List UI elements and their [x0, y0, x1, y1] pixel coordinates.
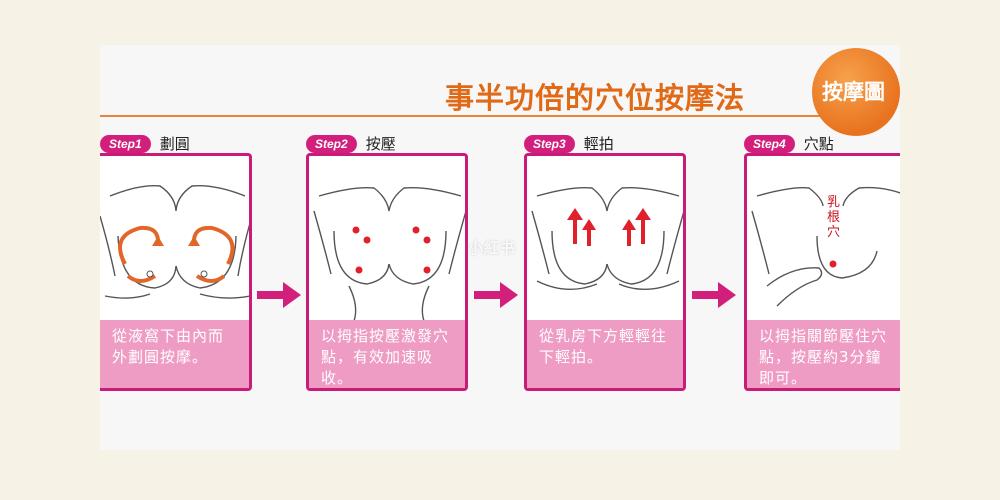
step-1: Step1 劃圓 從液窩下由內而外劃圓按摩 — [100, 133, 252, 393]
badge-label: 按摩圖 — [822, 80, 885, 104]
step-1-name: 劃圓 — [159, 135, 190, 153]
step-3-panel: 從乳房下方輕輕往下輕拍。 — [524, 153, 686, 391]
title-divider — [100, 115, 820, 117]
step-2-name: 按壓 — [365, 135, 396, 153]
watermark: 小紅书 — [468, 239, 517, 257]
acupoint-label: 乳 根 穴 — [827, 195, 844, 240]
step-1-caption: 從液窩下由內而外劃圓按摩。 — [100, 320, 249, 388]
step-1-header: Step1 劃圓 — [100, 133, 190, 153]
step-2-illustration — [313, 186, 465, 322]
step-3-header: Step3 輕拍 — [524, 133, 614, 153]
step-2-header: Step2 按壓 — [306, 133, 396, 153]
step-1-illustration — [100, 185, 249, 299]
step-3-name: 輕拍 — [583, 135, 614, 153]
step-4-panel: 乳 根 穴 以拇指關節壓住穴點，按壓約3分鐘即可。 — [744, 153, 900, 391]
step-4: Step4 穴點 乳 根 穴 以拇指關節壓住穴點，按壓約3分鐘即可。 — [744, 133, 900, 393]
acupoint-label-char-1: 乳 — [827, 195, 840, 210]
step-1-panel: 從液窩下由內而外劃圓按摩。 — [100, 153, 252, 391]
step-4-tag: Step4 — [744, 134, 795, 153]
page-title: 事半功倍的穴位按摩法 — [445, 81, 746, 115]
acupoint-label-char-3: 穴 — [827, 225, 840, 240]
step-4-illustration: 乳 根 穴 — [751, 186, 900, 307]
step-4-name: 穴點 — [803, 135, 834, 153]
step-4-caption: 以拇指關節壓住穴點，按壓約3分鐘即可。 — [747, 320, 900, 388]
step-3-tag: Step3 — [524, 134, 575, 153]
step-2-caption: 以拇指按壓激發穴點，有效加速吸收。 — [309, 320, 465, 388]
next-arrow-icon — [257, 282, 301, 308]
step-4-header: Step4 穴點 — [744, 133, 834, 153]
step-1-tag: Step1 — [100, 134, 151, 153]
step-2: Step2 按壓 以拇指按壓激發穴點，有效加速吸收。 — [306, 133, 468, 393]
diagram-badge: 按摩圖 — [812, 48, 900, 136]
step-2-tag: Step2 — [306, 134, 357, 153]
step-2-panel: 以拇指按壓激發穴點，有效加速吸收。 — [306, 153, 468, 391]
next-arrow-icon — [692, 282, 736, 308]
step-3-caption: 從乳房下方輕輕往下輕拍。 — [527, 320, 683, 388]
next-arrow-icon — [474, 282, 518, 308]
step-3-illustration — [531, 186, 683, 290]
step-3: Step3 輕拍 從乳房下 — [524, 133, 686, 393]
acupoint-label-char-2: 根 — [827, 210, 840, 225]
